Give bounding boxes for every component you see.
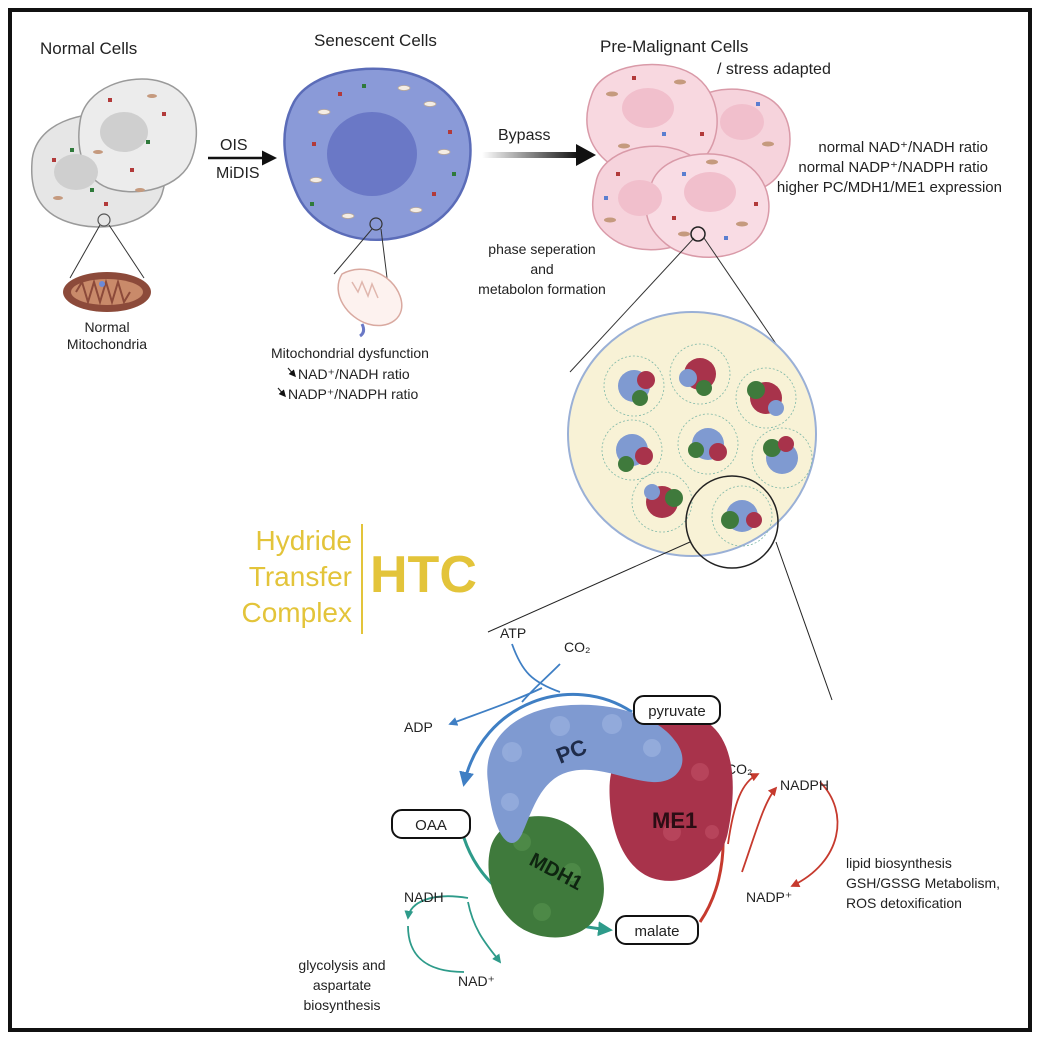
phase-separation-label-2: and [530,261,553,277]
mito-dysfunction-label: Mitochondrial dysfunction [271,345,429,361]
zoom-line-left [569,237,695,373]
premalignant-note-2: normal NADP⁺/NADPH ratio [798,159,988,176]
normal-mitochondria-label-2: Mitochondria [67,336,147,352]
nadh-use-3: biosynthesis [303,997,380,1013]
pc-reaction-arrow [459,692,633,787]
co2-pc-label: CO₂ [564,639,590,655]
nadph-produced-arrow [741,786,778,873]
midis-label: MiDIS [216,165,260,182]
normal-cells-illustration [30,78,198,312]
htc-zoom-line-right [775,541,833,701]
phase-separation-label-3: metabolon formation [478,281,606,297]
malate-label: malate [634,923,679,940]
adp-out-arrow [448,687,543,726]
ois-label: OIS [220,137,248,154]
premalignant-note-1: normal NAD⁺/NADH ratio [818,139,988,156]
htc-abbreviation: HTC [370,546,477,604]
diagram-canvas: Normal Cells Senescent Cells Pre-Maligna… [30,31,1002,1013]
co2-me1-label: CO₂ [726,761,752,777]
senescent-cell-illustration [283,67,472,338]
pyruvate-label: pyruvate [648,703,706,720]
senescent-cells-label: Senescent Cells [314,31,437,50]
htc-title-line-1: Hydride [256,525,352,556]
metabolon-condensate [567,311,817,569]
htc-title-line-2: Transfer [249,561,352,592]
nadp-label: NADP⁺ [746,889,792,905]
normal-mitochondria-label-1: Normal [84,319,129,335]
nadp-decrease-arrow [277,387,286,398]
oaa-label: OAA [415,817,447,834]
phase-separation-label-1: phase seperation [488,241,595,257]
nadh-use-2: aspartate [313,977,372,993]
nad-out-arrow [467,901,502,964]
nad-recycle-arrow [407,925,465,973]
htc-zoom-line-left [487,541,691,633]
nadph-use-2: GSH/GSSG Metabolism, [846,875,1000,891]
atp-in-arrow [511,643,561,693]
premalignant-note-3: higher PC/MDH1/ME1 expression [777,179,1002,196]
premalignant-cells-label: Pre-Malignant Cells [600,37,748,56]
pyruvate-box [633,695,721,725]
co2-out-arrow [727,773,760,845]
nadph-use-3: ROS detoxification [846,895,962,911]
malate-box [615,915,699,945]
nad-ratio-label: NAD⁺/NADH ratio [298,366,410,382]
pc-enzyme [487,704,683,844]
nadph-to-nadp-arrow [790,781,839,887]
mdh1-enzyme [488,816,604,938]
normal-cells-label: Normal Cells [40,39,137,58]
oaa-box [391,809,471,839]
nadh-label: NADH [404,889,444,905]
atp-label: ATP [500,625,526,641]
nadph-use-1: lipid biosynthesis [846,855,952,871]
me1-enzyme-label: ME1 [652,808,697,833]
figure-frame: Normal Cells Senescent Cells Pre-Maligna… [8,8,1032,1032]
bypass-label: Bypass [498,127,550,144]
nad-label: NAD⁺ [458,973,495,989]
premalignant-cells-illustration [586,63,791,258]
htc-title-line-3: Complex [242,597,352,628]
nadp-ratio-label: NADP⁺/NADPH ratio [288,386,419,402]
nad-decrease-arrow [287,367,296,378]
bypass-arrow-head [576,144,596,166]
stress-adapted-label: / stress adapted [717,61,831,78]
bypass-arrow-shaft [482,152,578,158]
nadph-label: NADPH [780,777,829,793]
co2-in-arrow [521,663,561,703]
nadh-use-1: glycolysis and [298,957,385,973]
adp-label: ADP [404,719,433,735]
nadh-return-arrow [404,895,469,920]
